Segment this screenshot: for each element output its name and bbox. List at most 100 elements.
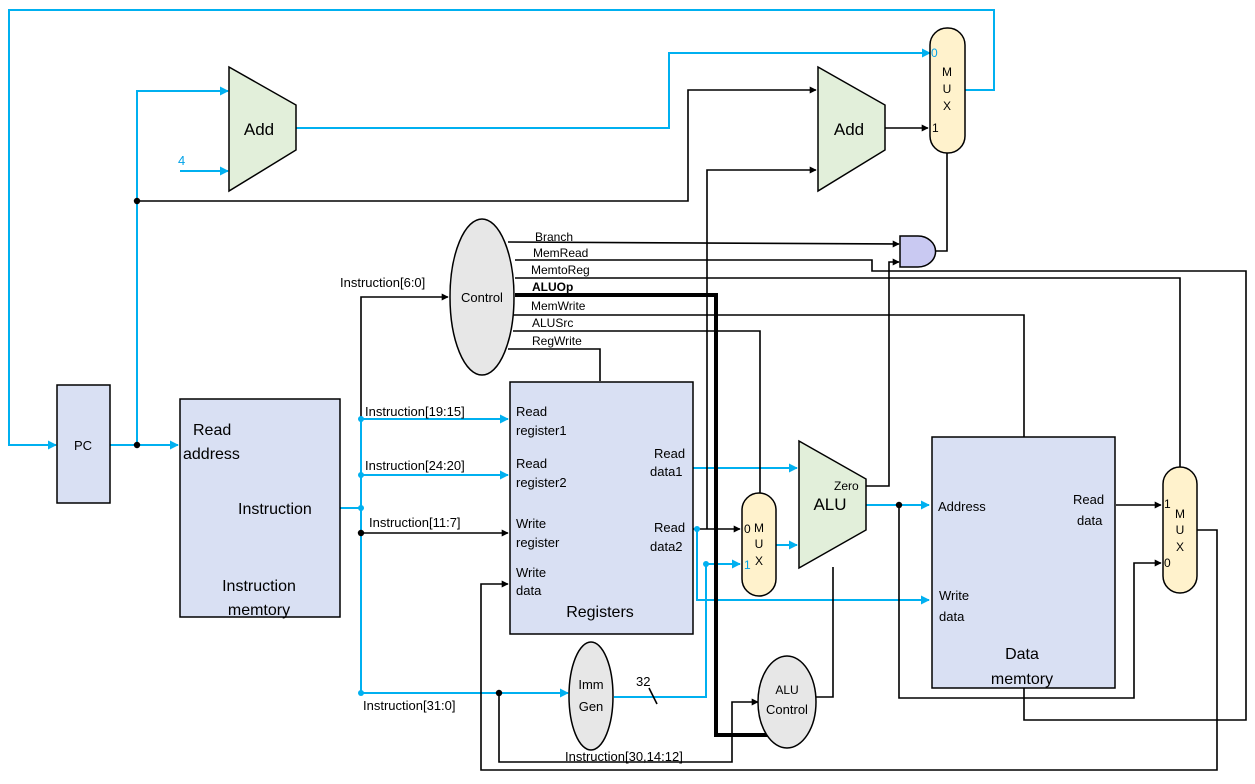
- wire-regwrite: [508, 348, 601, 381]
- reg-read-data2: Read: [654, 520, 685, 535]
- signal-branch: Branch: [535, 230, 573, 244]
- pc-register: PC: [56, 384, 111, 504]
- reg-write-data: Write: [516, 565, 546, 580]
- wire-alures-wb: [898, 505, 1162, 699]
- control-signal-labels: Branch MemRead MemtoReg ALUOp MemWrite A…: [531, 230, 590, 348]
- immgen-width: 32: [636, 674, 650, 689]
- instruction-field-labels: Instruction[6:0] Instruction[19:15] Inst…: [340, 275, 683, 764]
- wire-pc-branch-add: [137, 86, 817, 202]
- reg-read-register2: Read: [516, 456, 547, 471]
- const-4-label: 4: [178, 153, 185, 168]
- adder-top-label: Add: [244, 120, 274, 139]
- wire-memread: [515, 259, 1247, 721]
- imm-gen: Imm Gen 32: [568, 641, 650, 751]
- reg-read-register1: register1: [516, 423, 567, 438]
- immgen-label: Gen: [579, 699, 604, 714]
- junction-dots-blue: [358, 416, 709, 696]
- reg-write-register: register: [516, 535, 560, 550]
- data-memory: Address Write data Read data Data memtor…: [931, 436, 1116, 689]
- wire-wb-regs: [480, 529, 1218, 771]
- wb-mux-letter: X: [1176, 540, 1184, 554]
- bus-width-slash: [648, 687, 658, 705]
- signal-memread: MemRead: [533, 246, 588, 260]
- reg-write-register: Write: [516, 516, 546, 531]
- dmem-write-data: data: [939, 609, 965, 624]
- register-file: Read register1 Read register2 Write regi…: [509, 381, 694, 635]
- instruction-memory: Read address Instruction Instruction mem…: [179, 398, 341, 619]
- writeback-mux: M U X 1 0: [1162, 466, 1198, 594]
- reg-title: Registers: [566, 604, 634, 621]
- dmem-title: Data: [1005, 646, 1039, 663]
- blue-wires: [8, 9, 995, 698]
- pc-mux-letter: X: [943, 99, 951, 113]
- pc-mux: M U X 0 1: [929, 27, 966, 154]
- dmem-read-data: Read: [1073, 492, 1104, 507]
- signal-memwrite: MemWrite: [531, 299, 586, 313]
- wire-pc-add: [136, 86, 229, 445]
- immgen-label: Imm: [578, 677, 603, 692]
- reg-write-data: data: [516, 583, 542, 598]
- imem-instruction-port: Instruction: [238, 501, 312, 518]
- field-24-20: Instruction[24:20]: [365, 458, 465, 473]
- imem-title: Instruction: [222, 578, 296, 595]
- reg-read-data1: Read: [654, 446, 685, 461]
- field-30-14-12: Instruction[30,14:12]: [565, 749, 683, 764]
- control-unit: Control: [449, 218, 515, 376]
- reg-read-data2: data2: [650, 539, 683, 554]
- pc-mux-input0: 0: [931, 46, 938, 60]
- wire-zero-and: [866, 258, 900, 487]
- wb-mux-input1: 1: [1164, 497, 1171, 511]
- pc-mux-letter: M: [942, 65, 952, 79]
- alu-zero-label: Zero: [834, 479, 859, 493]
- wire-pc4-mux: [296, 48, 931, 129]
- and-gate: [899, 235, 937, 268]
- alu-mux-letter: U: [755, 537, 764, 551]
- wb-mux-letter: M: [1175, 507, 1185, 521]
- control-label: Control: [461, 290, 503, 305]
- pc-mux-input1: 1: [932, 121, 939, 135]
- wb-mux-input0: 0: [1164, 556, 1171, 570]
- signal-regwrite: RegWrite: [532, 334, 582, 348]
- alu-mux-input1: 1: [744, 558, 751, 572]
- alu-mux-letter: X: [755, 554, 763, 568]
- wire-instr-control: [360, 293, 449, 419]
- adder-branch-label: Add: [834, 120, 864, 139]
- wire-rd2-dmem: [696, 529, 930, 605]
- dmem-write-data: Write: [939, 588, 969, 603]
- reg-read-data1: data1: [650, 464, 683, 479]
- alu-mux-letter: M: [754, 521, 764, 535]
- signal-memtoreg: MemtoReg: [531, 263, 590, 277]
- field-19-15: Instruction[19:15]: [365, 404, 465, 419]
- dmem-title: memtory: [991, 671, 1053, 688]
- wire-alusrc: [513, 330, 761, 493]
- aluctrl-label: Control: [766, 702, 808, 717]
- dmem-address: Address: [938, 499, 986, 514]
- imem-read-address: Read: [193, 422, 231, 439]
- wire-imm-branch-add: [706, 166, 817, 529]
- wire-aluctrl-alu: [816, 567, 834, 698]
- field-31-0: Instruction[31:0]: [363, 698, 456, 713]
- wire-memwrite: [513, 314, 1025, 437]
- pc-mux-letter: U: [943, 82, 952, 96]
- adder-pc-plus-4: Add 4: [178, 65, 297, 193]
- alu-control: ALU Control: [757, 655, 817, 749]
- alu-label: ALU: [813, 495, 846, 514]
- wire-memtoreg: [515, 277, 1181, 467]
- aluctrl-label: ALU: [775, 683, 798, 697]
- signal-alusrc: ALUSrc: [532, 316, 573, 330]
- imem-read-address: address: [183, 446, 240, 463]
- reg-read-register2: register2: [516, 475, 567, 490]
- field-11-7: Instruction[11:7]: [369, 515, 461, 530]
- wire-imm-mux: [614, 559, 741, 698]
- imem-title: memtory: [228, 602, 290, 619]
- wire-instr-aluctrl: [498, 693, 759, 763]
- field-6-0: Instruction[6:0]: [340, 275, 425, 290]
- adder-branch: Add: [817, 65, 886, 193]
- wire-next-pc: [8, 9, 995, 450]
- signal-aluop: ALUOp: [532, 280, 573, 294]
- reg-read-register1: Read: [516, 404, 547, 419]
- wire-branch: [507, 240, 900, 248]
- alu-mux-input0: 0: [744, 522, 751, 536]
- pc-label: PC: [74, 438, 92, 453]
